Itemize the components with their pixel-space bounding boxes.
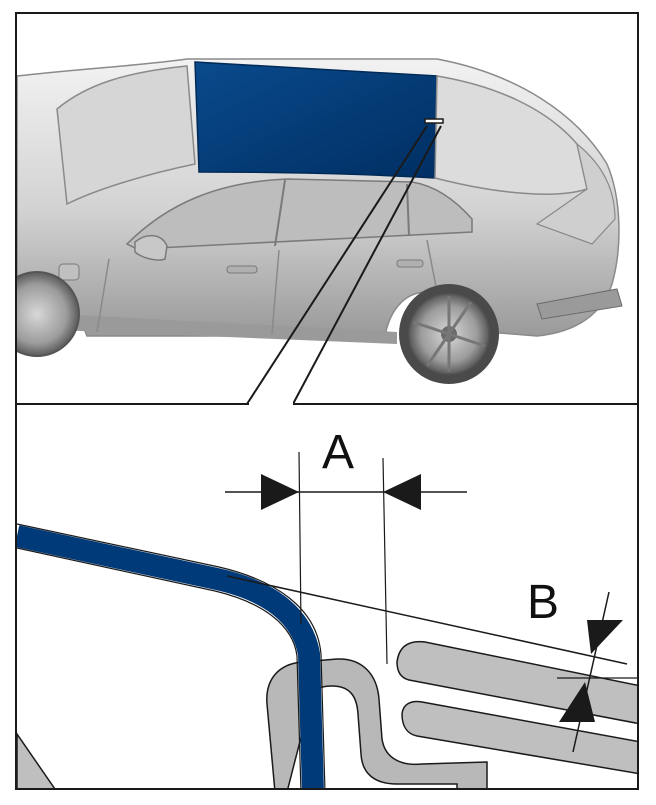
car-illustration: [17, 58, 623, 384]
rear-deck: [535, 142, 616, 245]
dim-a-arrow-right: [383, 474, 421, 510]
dimension-b: B: [527, 576, 637, 753]
b-pillar: [274, 179, 286, 247]
dimension-a-label: A: [322, 426, 354, 479]
door-handle-front: [226, 265, 258, 274]
dim-b-line: [572, 591, 610, 753]
rear-panel-lower: [401, 700, 637, 775]
glass-edge-outline: [17, 523, 326, 788]
door-line-mid: [271, 249, 280, 335]
rear-diffuser: [536, 288, 623, 320]
dim-a-extension-left: [298, 451, 302, 625]
c-pillar: [406, 183, 410, 237]
diagram-canvas: A B: [17, 58, 637, 788]
door-line-front: [96, 258, 110, 333]
corner-fragment: [17, 732, 56, 788]
diagram-frame: A B: [15, 12, 639, 790]
dim-a-extension-right: [382, 457, 388, 665]
door-handle-rear: [396, 259, 424, 268]
side-mirror: [134, 234, 168, 261]
rear-wheel: [399, 284, 499, 384]
dim-b-arrow-top: [587, 620, 623, 654]
reference-line: [226, 575, 628, 665]
windshield: [56, 65, 196, 206]
dimension-a: A: [225, 426, 467, 665]
pointer-gap: [249, 402, 293, 406]
dim-b-arrow-bottom: [559, 682, 595, 722]
dimension-b-label: B: [527, 576, 559, 629]
detail-pointer: [246, 125, 442, 405]
glass-roof: [194, 61, 438, 179]
front-wheel: [17, 271, 80, 357]
car-sill: [57, 314, 397, 344]
door-line-rear: [426, 239, 438, 293]
glass-edge-profile: [17, 525, 324, 788]
charge-port: [58, 263, 80, 281]
roof-marker: [424, 118, 444, 124]
dim-a-arrow-left: [261, 474, 299, 510]
section-detail: A B: [17, 426, 637, 788]
